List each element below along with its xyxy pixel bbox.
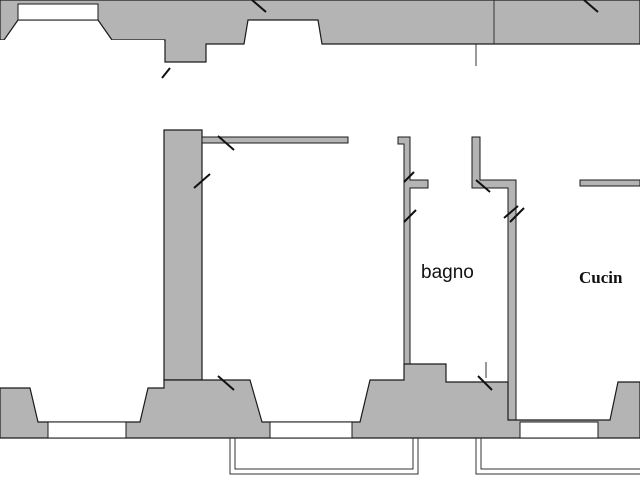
room-label-bagno: bagno [421,262,474,283]
upper-partition [201,136,349,144]
door-tick [503,205,519,219]
balcony-right [475,438,640,475]
bottom-wall [0,363,640,439]
bottom-window-sill-2 [269,421,353,439]
left-column-wall [163,129,203,381]
door-tick [477,375,493,391]
balcony-left [229,438,419,475]
door-tick [217,135,235,151]
door-tick [583,0,599,13]
door-tick [475,179,491,193]
top-wall [0,0,640,63]
left-room [0,40,164,388]
door-tick [403,209,417,223]
kitchen-partition [579,179,640,187]
door-tick [217,375,235,391]
top-window-sill [17,3,99,21]
balcony-left-inner [234,438,414,470]
door-tick [161,67,171,79]
door-tick [193,173,211,189]
balcony-right-inner [480,438,640,470]
door-tick [403,171,415,183]
door-tick [509,207,525,223]
door-tick [251,0,267,13]
room-label-cucina: Cucin [579,268,623,287]
bagno-left-wall [397,136,429,365]
bottom-window-sill-1 [47,421,127,439]
bottom-window-sill-3 [519,421,599,439]
